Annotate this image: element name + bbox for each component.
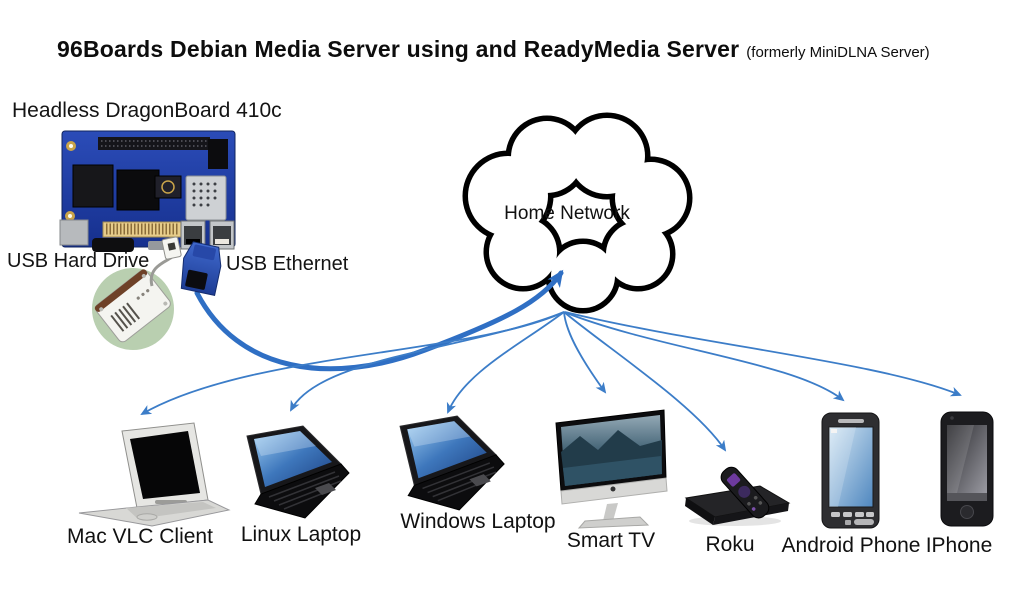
usb-ethernet-image bbox=[180, 241, 222, 297]
label-smart-tv: Smart TV bbox=[566, 529, 656, 552]
roku-remote bbox=[720, 466, 770, 519]
arrow-to-roku bbox=[563, 311, 727, 452]
label-windows-laptop: Windows Laptop bbox=[400, 510, 556, 533]
label-android-phone: Android Phone bbox=[781, 534, 921, 557]
arrow-to-iphone bbox=[564, 311, 962, 397]
device-roku bbox=[684, 466, 791, 526]
arrow-to-android bbox=[563, 311, 845, 402]
usb-hard-drive-caption: USB Hard Drive bbox=[7, 250, 150, 272]
label-mac-vlc-client: Mac VLC Client bbox=[67, 525, 213, 548]
device-smart-tv bbox=[555, 409, 668, 529]
device-windows-laptop bbox=[399, 415, 505, 511]
usb-hard-drive-image bbox=[92, 236, 182, 350]
device-iphone bbox=[940, 411, 994, 527]
arrow-to-mac bbox=[140, 311, 565, 415]
label-roku: Roku bbox=[705, 533, 755, 556]
arrow-to-smarttv bbox=[563, 311, 607, 394]
label-linux-laptop: Linux Laptop bbox=[240, 523, 362, 546]
home-network-cloud: Home Network bbox=[462, 112, 693, 314]
title-suffix: (formerly MiniDLNA Server) bbox=[746, 44, 930, 61]
board-gpio-header bbox=[98, 137, 210, 150]
device-linux-laptop bbox=[246, 425, 350, 519]
board-shield bbox=[185, 175, 227, 221]
title-main: 96Boards Debian Media Server using and R… bbox=[57, 36, 740, 62]
board-hdmi-port bbox=[92, 238, 134, 252]
diagram-title: 96Boards Debian Media Server using and R… bbox=[57, 36, 930, 63]
cloud-arrows bbox=[140, 311, 962, 452]
cloud-label: Home Network bbox=[504, 203, 630, 224]
cloud-fill bbox=[468, 118, 687, 308]
board-microusb-port bbox=[148, 241, 165, 250]
dragonboard-caption: Headless DragonBoard 410c bbox=[12, 99, 282, 122]
arrow-server-to-cloud bbox=[194, 269, 564, 372]
dragonboard-image bbox=[59, 130, 236, 252]
hard-drive-usb-plug bbox=[161, 236, 182, 260]
arrow-to-windows bbox=[446, 311, 565, 414]
device-mac-vlc-client bbox=[78, 422, 231, 527]
arrow-to-linux bbox=[290, 311, 565, 412]
device-android-phone bbox=[821, 412, 880, 529]
label-iphone: IPhone bbox=[925, 534, 993, 557]
usb-ethernet-caption: USB Ethernet bbox=[226, 253, 349, 275]
